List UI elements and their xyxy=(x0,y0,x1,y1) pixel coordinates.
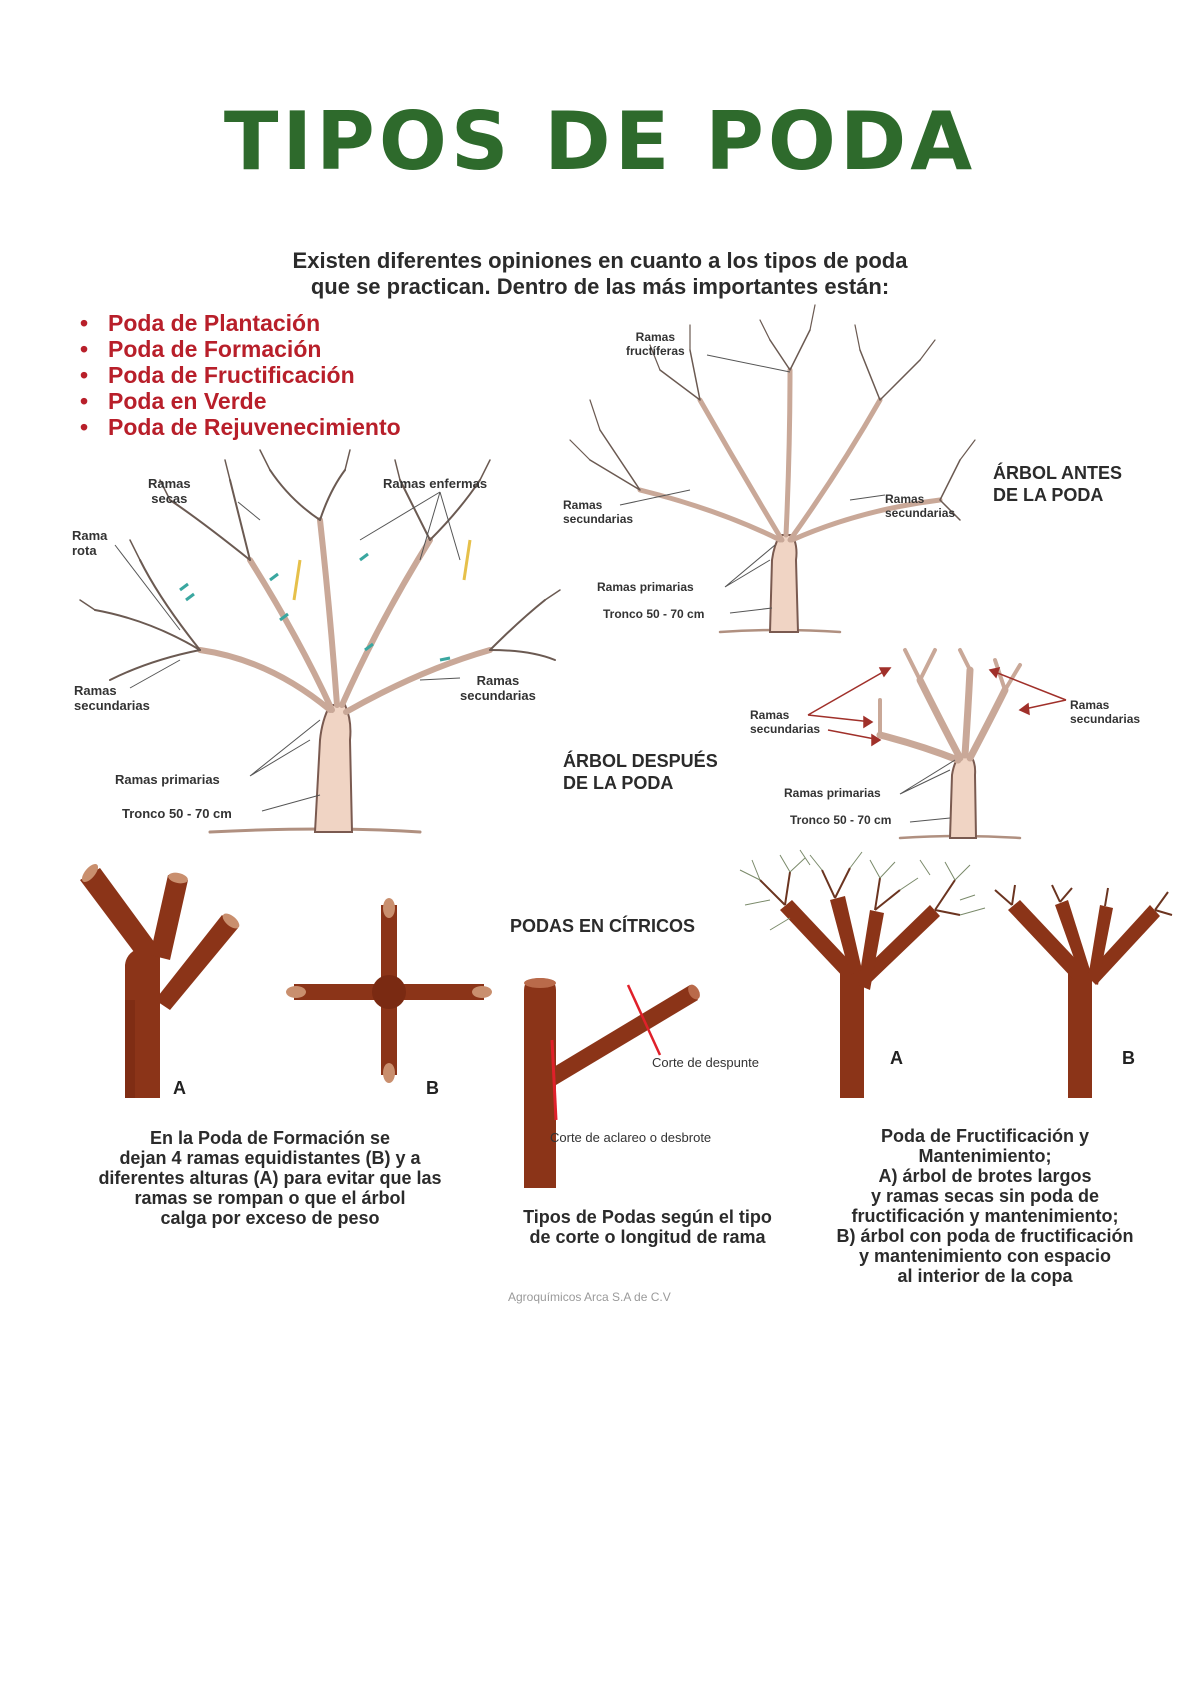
list-item: Poda de Plantación xyxy=(80,310,401,336)
citrus-caption: Tipos de Podas según el tipo de corte o … xyxy=(523,1207,772,1247)
label-ramas-secundarias-after-left: Ramas secundarias xyxy=(750,708,821,736)
intro-line-1: Existen diferentes opiniones en cuanto a… xyxy=(292,248,908,273)
heading-before-pruning: ÁRBOL ANTES DE LA PODA xyxy=(993,463,1123,505)
credit-text: Agroquímicos Arca S.A de C.V xyxy=(508,1290,671,1304)
fructification-tree-b xyxy=(994,884,1173,1098)
tree-before-sketch xyxy=(569,304,976,634)
formation-label-a: A xyxy=(173,1078,186,1098)
formation-tree-a xyxy=(80,863,240,1098)
label-corte-aclareo: Corte de aclareo o desbrote xyxy=(550,1130,712,1145)
citrus-cut-diagram xyxy=(524,978,700,1188)
formation-label-b: B xyxy=(426,1078,439,1098)
label-ramas-secundarias-before-left: Ramas secundarias xyxy=(563,498,634,526)
pruning-types-list: Poda de Plantación Poda de Formación Pod… xyxy=(80,310,401,440)
label-ramas-secundarias-right: Ramas secundarias xyxy=(460,673,536,703)
list-item: Poda de Fructificación xyxy=(80,362,401,388)
fructification-label-b: B xyxy=(1122,1048,1135,1068)
label-corte-despunte: Corte de despunte xyxy=(652,1055,759,1070)
leader-lines-before xyxy=(619,354,886,614)
leader-lines-left xyxy=(114,491,461,812)
list-item: Poda de Formación xyxy=(80,336,401,362)
list-item: Poda de Rejuvenecimiento xyxy=(80,414,401,440)
fructification-tree-a xyxy=(739,849,986,1098)
fructification-label-a: A xyxy=(890,1048,903,1068)
big-tree-sketch xyxy=(79,449,561,834)
list-item: Poda en Verde xyxy=(80,388,401,414)
formation-caption: En la Poda de Formación se dejan 4 ramas… xyxy=(98,1128,442,1228)
label-ramas-secundarias-left: Ramas secundarias xyxy=(74,683,150,713)
label-ramas-fructiferas: Ramas fructíferas xyxy=(626,330,685,358)
label-tronco: Tronco 50 - 70 cm xyxy=(122,806,232,821)
leader-lines-after xyxy=(899,759,956,823)
intro-text: Existen diferentes opiniones en cuanto a… xyxy=(200,248,1000,300)
label-ramas-enfermas: Ramas enfermas xyxy=(383,476,488,491)
label-ramas-secundarias-before-right: Ramas secundarias xyxy=(885,492,956,520)
label-ramas-secas: Ramas secas xyxy=(148,476,191,506)
heading-after-pruning: ÁRBOL DESPUÉS DE LA PODA xyxy=(563,751,718,793)
label-rama-rota: Rama rota xyxy=(72,528,108,558)
tree-after-sketch xyxy=(876,648,1022,840)
label-ramas-secundarias-after-right: Ramas secundarias xyxy=(1070,698,1141,726)
label-tronco-after: Tronco 50 - 70 cm xyxy=(790,813,892,827)
page-title: TIPOS DE PODA xyxy=(223,95,977,188)
label-ramas-primarias-before: Ramas primarias xyxy=(597,580,694,594)
citrus-heading: PODAS EN CÍTRICOS xyxy=(510,916,696,936)
label-tronco-before: Tronco 50 - 70 cm xyxy=(603,607,705,621)
label-ramas-primarias: Ramas primarias xyxy=(115,772,220,787)
diseased-marks xyxy=(179,539,472,662)
label-ramas-primarias-after: Ramas primarias xyxy=(784,786,881,800)
fructification-caption: Poda de Fructificación y Mantenimiento; … xyxy=(836,1126,1134,1286)
formation-tree-b xyxy=(286,898,492,1083)
intro-line-2: que se practican. Dentro de las más impo… xyxy=(310,274,890,299)
arrows-after xyxy=(807,666,1067,747)
